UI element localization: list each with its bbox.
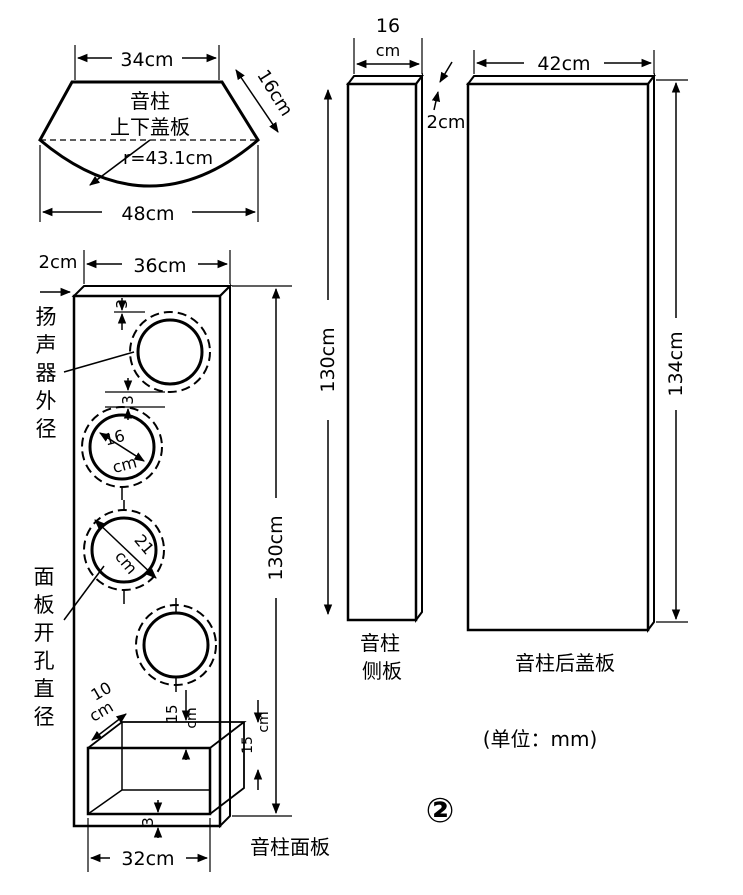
hole-label-char: 面	[34, 565, 55, 589]
speaker-diameter-label-bottom: cm	[110, 452, 138, 477]
speaker-label-char: 外	[36, 389, 57, 413]
cap-title-line1: 音柱	[130, 89, 170, 113]
hole-label-char: 开	[34, 621, 55, 645]
front-top-gap-label: 3	[113, 299, 131, 309]
bass-box-inner	[87, 722, 210, 815]
front-panel-front-face	[72, 294, 222, 828]
box-depth-dim-line	[91, 713, 127, 741]
back-title: 音柱后盖板	[515, 651, 615, 675]
speaker-diameter-label-top: 16	[102, 426, 127, 450]
box-depth-label-bottom: cm	[86, 697, 117, 726]
box-height-label-top: 15	[163, 704, 181, 723]
speaker-hole-2	[88, 413, 156, 481]
front-width-label: 36cm	[133, 255, 186, 277]
front-panel-top-face	[71, 285, 233, 297]
side-title-line1: 音柱	[360, 631, 400, 655]
side-panel-group: 16 cm 2cm 130cm 音柱 侧板	[317, 15, 465, 683]
front-title: 音柱面板	[250, 835, 330, 859]
bass-box-side-face	[209, 722, 245, 815]
hole-diameter-label-bottom: cm	[111, 547, 141, 578]
speaker-hole-1	[136, 318, 204, 386]
hole-diameter-dim-line	[94, 519, 157, 579]
speaker-diameter-dim-line	[99, 432, 145, 462]
speaker-label-char: 声	[36, 333, 57, 357]
side-width-label-top: 16	[376, 15, 400, 37]
bottom-gap-label: 3	[139, 817, 157, 827]
hole-label-char: 板	[34, 593, 55, 617]
back-panel-group: 42cm 134cm 音柱后盖板	[466, 50, 688, 675]
hole-label-char: 直	[34, 677, 55, 701]
cap-radius-label: r=43.1cm	[123, 148, 213, 169]
box-height-label-bottom: cm	[184, 707, 200, 728]
side-panel-front-face	[346, 82, 418, 622]
back-panel-front-face	[466, 82, 650, 632]
back-width-label: 42cm	[537, 53, 590, 75]
bass-box-opening	[86, 746, 212, 816]
speaker-hole-4	[142, 611, 210, 679]
front-bottom-width-label: 32cm	[121, 848, 174, 870]
side-width-label-bottom: cm	[376, 41, 400, 60]
cap-top-width-label: 34cm	[120, 49, 173, 71]
unit-note: (单位：mm)	[483, 727, 598, 751]
side-thickness-dim-line	[439, 61, 453, 83]
side-thickness-dim-line	[431, 90, 441, 111]
speaker-label-char: 扬	[36, 305, 57, 329]
hole-label-leader	[63, 565, 105, 621]
hole-label-char: 径	[34, 705, 55, 729]
cap-radius-line	[89, 139, 151, 186]
front-thickness-label: 2cm	[39, 252, 78, 273]
front-panel-group: 2cm 36cm 130cm 3 3 16 cm	[34, 250, 330, 872]
figure-number: ②	[426, 791, 455, 831]
hole-label-char: 孔	[34, 649, 55, 673]
side-title-line2: 侧板	[362, 659, 402, 683]
speaker-label-char: 径	[36, 417, 57, 441]
cap-depth-label: 16cm	[252, 66, 296, 120]
speaker-label-char: 器	[36, 361, 57, 385]
cap-bottom-width-label: 48cm	[121, 203, 174, 225]
hole-diameter-label-top: 21	[130, 531, 158, 559]
speaker-outline-4	[135, 604, 217, 686]
side-thickness-label: 2cm	[427, 112, 466, 133]
side-height-label: 130cm	[317, 327, 339, 392]
top-cap-group: 34cm 48cm 16cm 音柱 上下盖板 r=43.1cm	[38, 45, 297, 225]
speaker-outline-1	[129, 311, 211, 393]
box-side-label-bottom: cm	[256, 711, 272, 732]
cap-title-line2: 上下盖板	[110, 115, 190, 139]
box-side-label-top: 15	[240, 736, 256, 754]
top-cap-outline	[38, 80, 260, 188]
cap-depth-dim-line	[235, 69, 279, 133]
speaker-label-leader	[63, 351, 135, 373]
front-panel-right-face	[219, 283, 231, 829]
front-height-label: 130cm	[265, 515, 287, 580]
back-height-label: 134cm	[665, 331, 687, 396]
front-hole-gap-label: 3	[119, 395, 137, 405]
